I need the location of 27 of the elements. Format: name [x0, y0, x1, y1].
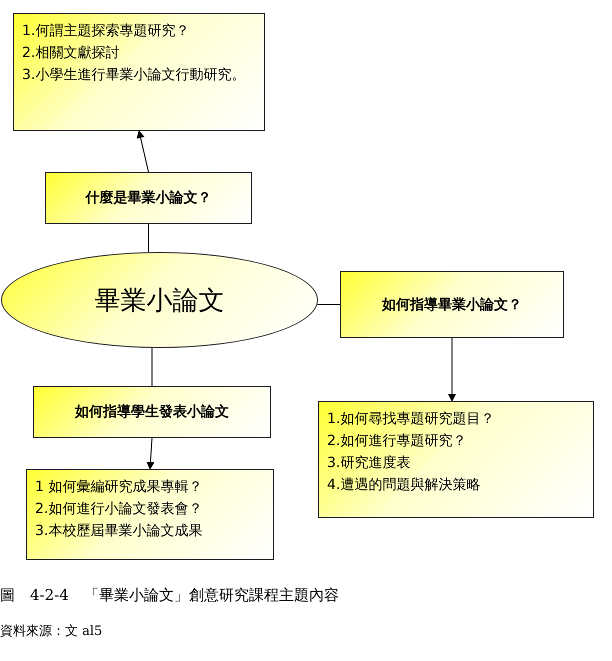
list-box	[13, 13, 265, 131]
topic-heading: 如何指導學生發表小論文	[75, 403, 229, 421]
central-topic: 畢業小論文	[94, 284, 224, 318]
connector-line	[148, 224, 149, 253]
list-item: 4.遭遇的問題與解決策略	[327, 476, 482, 495]
list-item: 2.如何進行專題研究？	[327, 432, 468, 451]
list-item: 1 如何彙編研究成果專輯？	[35, 478, 204, 497]
topic-box	[340, 271, 564, 338]
arrow	[136, 130, 149, 172]
list-item: 3.研究進度表	[327, 454, 412, 473]
list-box	[318, 401, 594, 518]
arrow	[146, 438, 154, 470]
connector-line	[316, 304, 340, 305]
figure-caption: 圖 4-2-4 「畢業小論文」創意研究課程主題內容	[0, 586, 339, 605]
list-box	[26, 469, 274, 560]
list-item: 2.相關文獻探討	[22, 44, 120, 63]
list-item: 1.如何尋找專題研究題目？	[327, 410, 496, 429]
list-item: 3.小學生進行畢業小論文行動研究。	[22, 66, 246, 85]
source-note: 資料來源：文 al5	[0, 623, 102, 640]
topic-heading: 如何指導畢業小論文？	[382, 296, 522, 314]
topic-heading: 什麼是畢業小論文？	[86, 189, 212, 207]
list-item: 3.本校歷屆畢業小論文成果	[35, 522, 204, 541]
topic-box	[45, 172, 252, 224]
list-item: 1.何謂主題探索專題研究？	[22, 22, 190, 41]
list-item: 2.如何進行小論文發表會？	[35, 500, 204, 519]
arrow	[448, 338, 456, 402]
topic-box	[33, 386, 271, 438]
